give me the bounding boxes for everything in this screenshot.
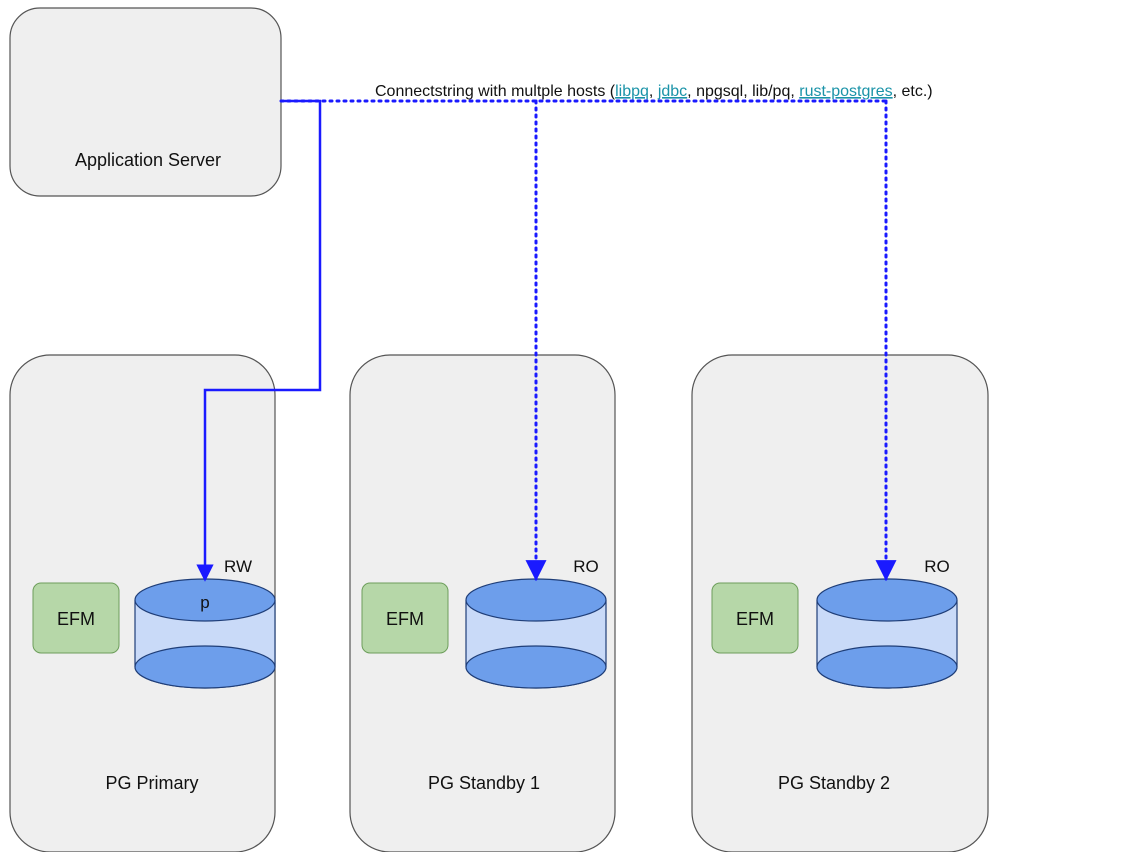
libpq-link[interactable]: libpq (615, 83, 649, 100)
node-label: PG Standby 1 (428, 773, 540, 793)
rust-postgres-link[interactable]: rust-postgres (799, 83, 892, 100)
connectstring-label: Connectstring with multple hosts (libpq,… (375, 83, 933, 100)
efm-label: EFM (57, 609, 95, 629)
efm-box-standby-1: EFM (361, 582, 449, 654)
connectstring-suffix: , etc.) (893, 83, 933, 100)
connectstring-mid: , npgsql, lib/pq, (687, 83, 799, 100)
application-server-label: Application Server (75, 150, 221, 170)
primary-connection-line (196, 99, 322, 582)
database-cylinder-standby-2 (816, 578, 958, 689)
jdbc-link[interactable]: jdbc (657, 83, 687, 100)
database-cylinder-primary: p (134, 578, 276, 689)
efm-label: EFM (386, 609, 424, 629)
database-cylinder-standby-1 (465, 578, 607, 689)
efm-label: EFM (736, 609, 774, 629)
efm-box-primary: EFM (32, 582, 120, 654)
rw-label: RW (224, 557, 252, 576)
node-label: PG Standby 2 (778, 773, 890, 793)
connectstring-prefix: Connectstring with multple hosts ( (375, 83, 616, 100)
application-server-box: Application Server (9, 7, 282, 197)
ro-label-standby-2: RO (924, 557, 950, 576)
node-label: PG Primary (105, 773, 198, 793)
database-label: p (200, 593, 209, 612)
efm-box-standby-2: EFM (711, 582, 799, 654)
ro-label-standby-1: RO (573, 557, 599, 576)
connectstring-sep: , (649, 83, 658, 100)
